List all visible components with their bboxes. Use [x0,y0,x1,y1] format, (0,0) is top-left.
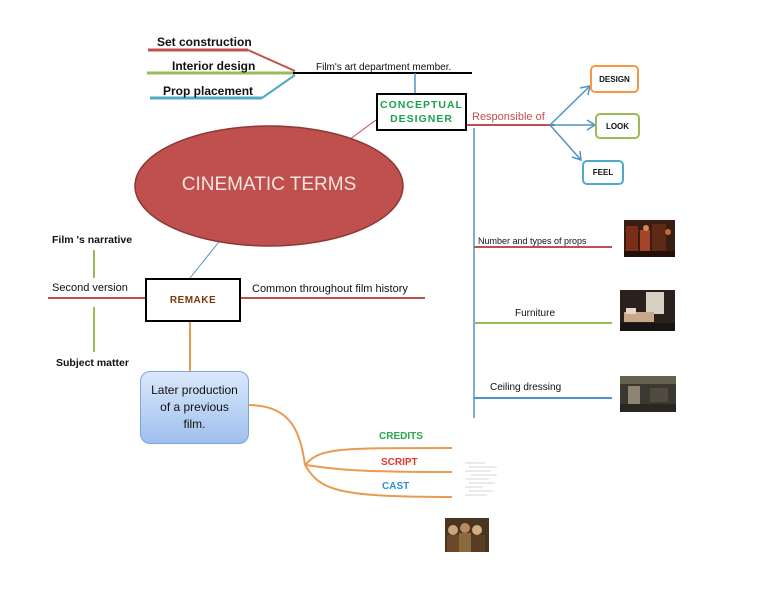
arrow-feel-head [571,150,582,162]
conceptual-designer-line1: CONCEPTUAL [380,99,463,111]
look-node: LOOK [595,113,640,139]
common-history-label: Common throughout film history [252,283,408,295]
fan-trunk [247,404,306,466]
central-ellipse [134,125,404,247]
furniture-photo [620,290,675,331]
prop-placement-connector [261,74,296,99]
set-construction-label: Set construction [157,35,252,49]
props-label: Number and types of props [478,236,587,246]
fan-credits [304,447,453,466]
arrow-design [549,85,591,126]
later-production-text: Later production of a previous film. [151,383,238,431]
responsible-of-label: Responsible of [472,111,545,123]
subject-matter-label: Subject matter [56,357,129,369]
props-photo [624,220,675,257]
cast-photo [445,518,489,552]
fan-cast [304,464,453,498]
center-to-remake [189,237,223,279]
conceptual-designer-node: CONCEPTUAL DESIGNER [376,93,467,131]
ceiling-dressing-label: Ceiling dressing [490,382,562,393]
set-construction-connector [247,49,296,72]
prop-placement-label: Prop placement [163,84,254,98]
art-department-definition: Film's art department member. [316,62,452,73]
ceiling-photo [620,376,676,412]
fan-script [304,464,453,473]
second-version-label: Second version [52,282,128,294]
credits-label: CREDITS [379,431,423,442]
feel-node: FEEL [582,160,624,185]
arrow-feel [549,124,582,161]
cast-label: CAST [382,481,410,492]
interior-design-label: Interior design [172,59,256,73]
script-document [461,459,501,497]
later-production-node: Later production of a previous film. [140,371,249,444]
film-narrative-label: Film 's narrative [52,234,133,246]
furniture-label: Furniture [515,308,556,319]
central-label: CINEMATIC TERMS [181,174,357,195]
remake-node: REMAKE [145,278,241,322]
design-node: DESIGN [590,65,639,93]
conceptual-designer-line2: DESIGNER [390,113,453,125]
script-label: SCRIPT [381,457,418,468]
